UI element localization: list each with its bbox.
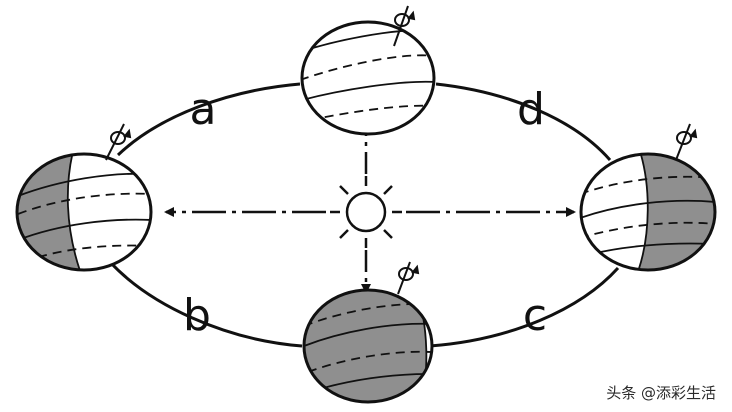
- sunlight-arrows: [164, 112, 576, 294]
- earth-right: [579, 123, 717, 272]
- orbit-arc-d: [435, 82, 612, 161]
- orbit-arc-b: [108, 260, 303, 348]
- orbit-arc-a: [116, 82, 301, 157]
- rotation-arrow-icon: [397, 261, 420, 295]
- orbit-label-c: c: [523, 290, 547, 341]
- earth-bottom: [302, 261, 434, 404]
- orbit-label-d: d: [517, 84, 545, 135]
- rotation-arrow-icon: [105, 123, 132, 161]
- orbit-path: [108, 82, 620, 348]
- orbit-label-b: b: [183, 290, 211, 341]
- sun-icon: [330, 176, 402, 248]
- earth-left: [15, 123, 153, 272]
- orbit-arc-c: [429, 266, 620, 348]
- orbit-label-a: a: [190, 84, 217, 135]
- watermark: 头条 @添彩生活: [602, 381, 720, 404]
- earth-top: [300, 5, 436, 136]
- rotation-arrow-icon: [675, 123, 698, 161]
- rotation-arrow-icon: [393, 5, 416, 47]
